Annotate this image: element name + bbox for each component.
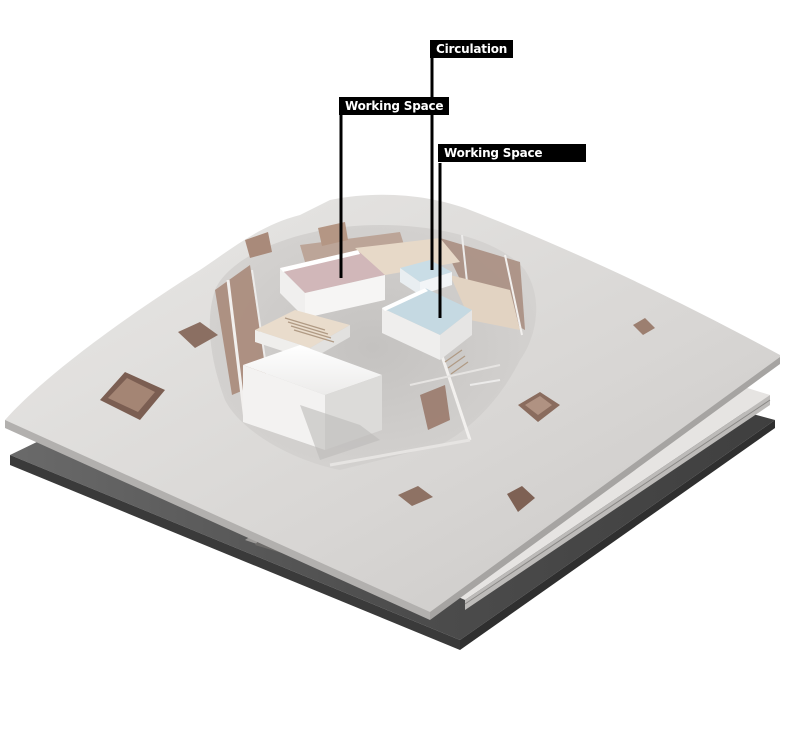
white-box-volume (243, 345, 382, 460)
leader-lines (339, 58, 442, 318)
slab-openings (100, 318, 655, 512)
label-circulation: Circulation (430, 40, 514, 58)
working-space-2-volume (382, 288, 472, 375)
stair-platform (255, 310, 350, 360)
label-working-space-1: Working Space (339, 97, 450, 115)
label-working-space-2: Working Space (438, 144, 586, 162)
